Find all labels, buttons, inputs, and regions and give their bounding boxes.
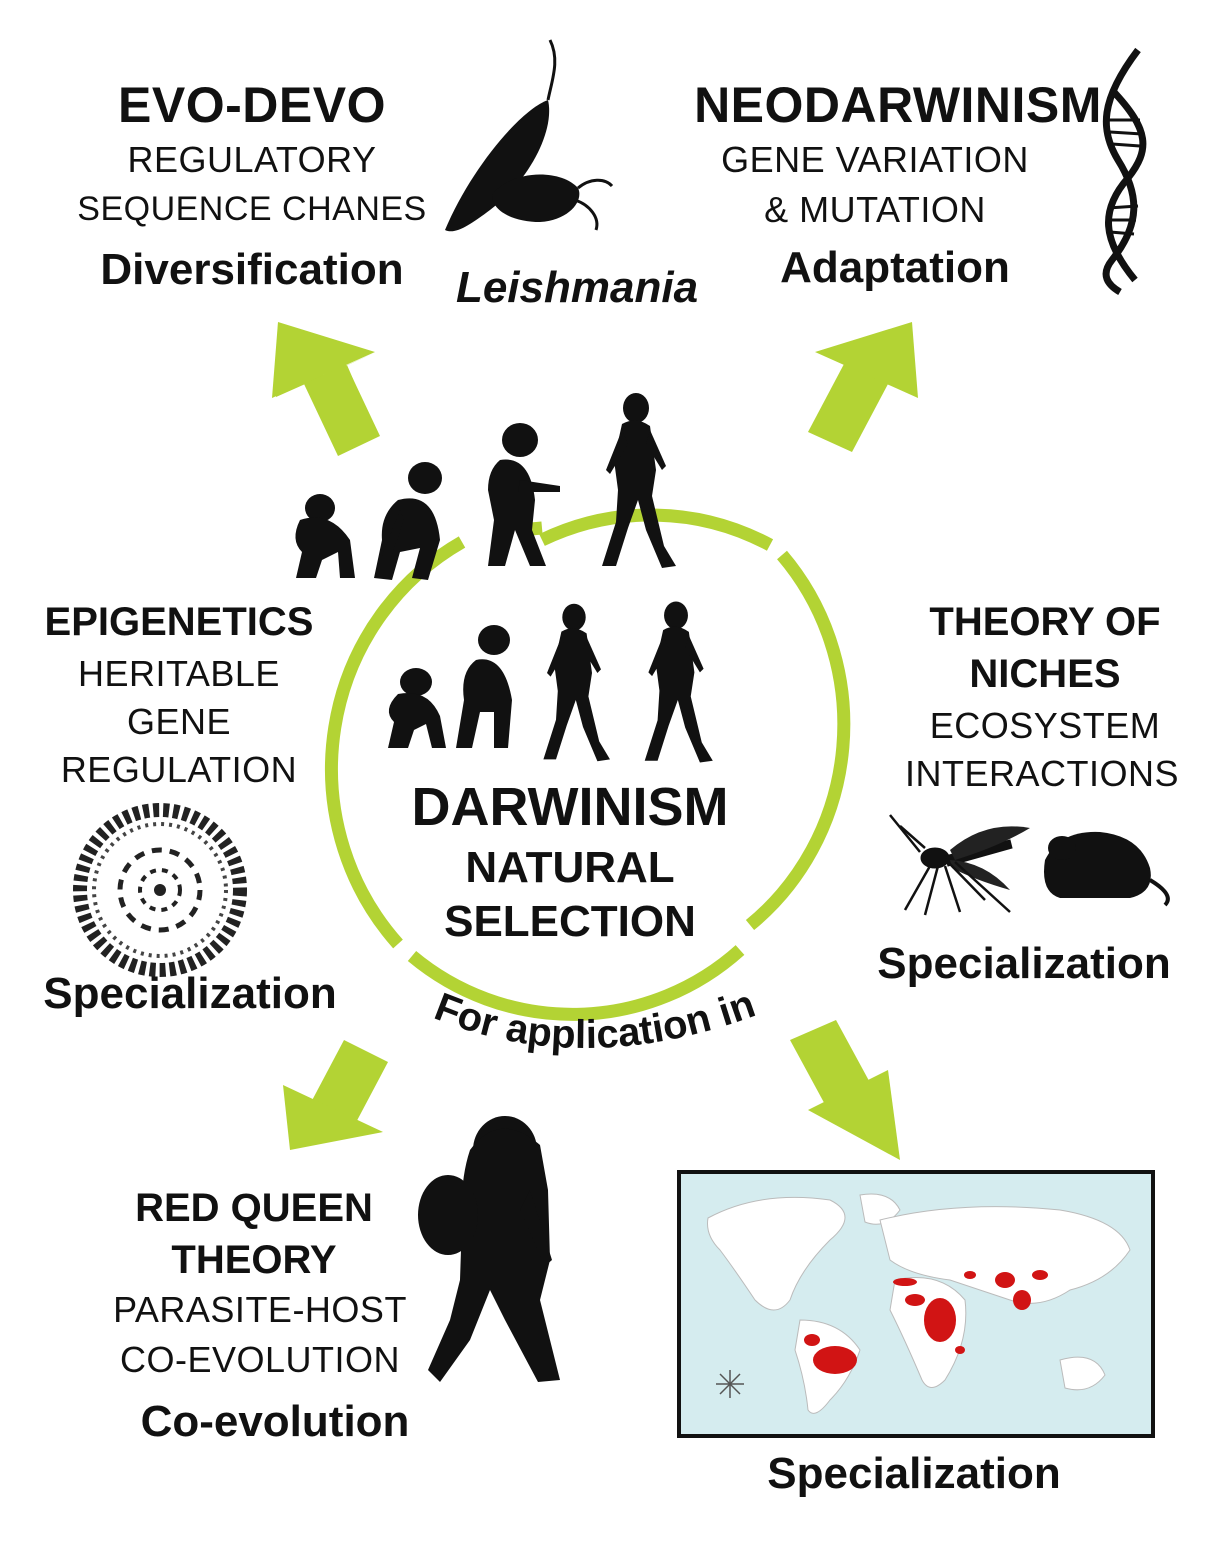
- map-endemic-areas: [804, 1270, 1048, 1374]
- niches-line1: ECOSYSTEM: [929, 705, 1161, 746]
- hominid-inner-3: [543, 603, 610, 762]
- darwinism-ring: [325, 508, 851, 1021]
- hominid-inner-1: [388, 668, 446, 748]
- red-queen-title-line1: RED QUEEN: [135, 1186, 373, 1230]
- map-greenland: [859, 1193, 901, 1225]
- dna-icon: [1102, 47, 1147, 296]
- neodarwinism-title: NEODARWINISM: [694, 77, 1102, 133]
- arrows: [272, 322, 918, 1160]
- epigenetics-outcome: Specialization: [43, 969, 337, 1018]
- rat-icon: [1044, 831, 1170, 907]
- epigenetics-line1: HERITABLE: [78, 653, 280, 694]
- hominid-top-3: [488, 423, 560, 566]
- neodarwinism-line2: & MUTATION: [764, 189, 986, 230]
- evo-devo-title: EVO-DEVO: [118, 77, 386, 133]
- map-australia: [1059, 1356, 1106, 1391]
- red-queen-line2: CO-EVOLUTION: [119, 1339, 401, 1380]
- red-queen-line1: PARASITE-HOST: [113, 1289, 407, 1330]
- hominid-circle-row: [388, 601, 713, 763]
- evo-devo-outcome: Diversification: [100, 245, 404, 294]
- hominid-evolution-icon: [295, 393, 676, 580]
- evo-devo-line2: SEQUENCE CHANES: [77, 190, 427, 228]
- world-map-icon: [677, 1170, 1155, 1438]
- map-north-america: [707, 1196, 846, 1311]
- ring-arc-left: [325, 536, 466, 949]
- niches-outcome: Specialization: [877, 939, 1171, 988]
- ring-arc-top: [539, 508, 774, 551]
- niches-title-line2: NICHES: [969, 652, 1121, 696]
- arrow-to-map-head: [808, 1070, 900, 1160]
- map-europe-asia: [879, 1206, 1131, 1304]
- niches-title-line1: THEORY OF: [929, 600, 1161, 644]
- arrow-to-neodarwinism-shaft: [808, 364, 888, 452]
- hominid-top-2: [374, 462, 442, 580]
- darwinism-sub1: NATURAL: [465, 843, 675, 892]
- darwinism-sub2: SELECTION: [444, 897, 696, 946]
- leishmania-label: Leishmania: [455, 263, 699, 312]
- leishmania-icon: [445, 39, 614, 232]
- chromatin-icon: [73, 803, 247, 977]
- arrow-to-evo-devo-head: [272, 322, 375, 398]
- epigenetics-line2: GENE: [126, 701, 232, 742]
- arrow-to-evo-devo-shaft: [304, 364, 380, 456]
- niches-line2: INTERACTIONS: [904, 753, 1179, 794]
- map-outcome: Specialization: [767, 1449, 1061, 1498]
- hominid-inner-4: [644, 601, 713, 763]
- hominid-inner-2: [456, 625, 512, 748]
- neodarwinism-line1: GENE VARIATION: [721, 139, 1029, 180]
- evo-devo-line1: REGULATORY: [127, 139, 377, 180]
- arrow-to-red-queen-head: [283, 1085, 383, 1150]
- red-queen-title-line2: THEORY: [171, 1238, 337, 1282]
- darwinism-title: DARWINISM: [411, 777, 729, 837]
- mosquito-icon: [889, 814, 1030, 916]
- red-queen-outcome: Co-evolution: [140, 1397, 410, 1446]
- hominid-top-4: [602, 393, 676, 568]
- ring-arc-bottom: [407, 945, 745, 1021]
- epigenetics-title: EPIGENETICS: [44, 600, 314, 644]
- neodarwinism-outcome: Adaptation: [780, 243, 1010, 292]
- hiker-icon: [418, 1116, 560, 1382]
- ring-arc-right: [745, 550, 851, 931]
- compass-rose-icon: [716, 1370, 744, 1398]
- epigenetics-line3: REGULATION: [60, 749, 298, 790]
- hominid-top-1: [295, 494, 355, 578]
- arrow-to-neodarwinism-head: [815, 322, 918, 398]
